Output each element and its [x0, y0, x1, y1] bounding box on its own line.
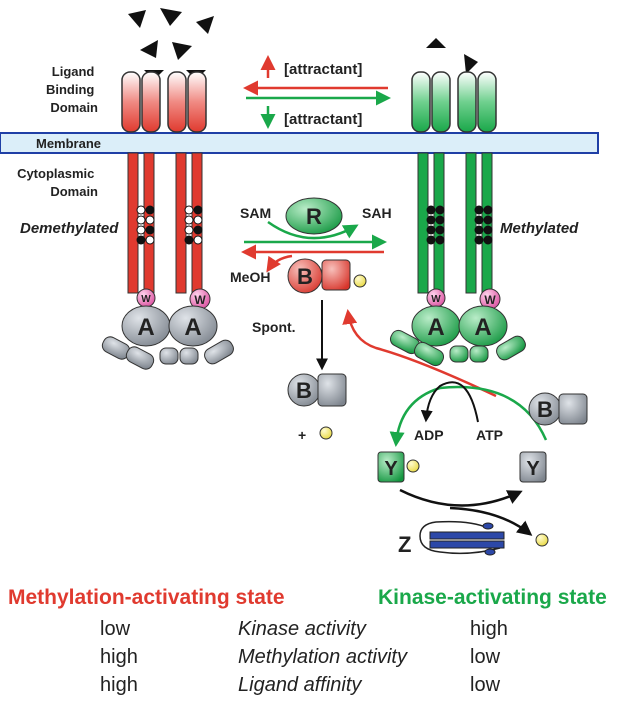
- right-value: low: [470, 646, 501, 668]
- ligand-molecules: [128, 8, 478, 80]
- chez: Z: [398, 520, 505, 557]
- chey-cycle: Y Y: [377, 451, 549, 547]
- svg-text:SAM: SAM: [240, 205, 271, 221]
- membrane-label: Membrane: [36, 136, 101, 151]
- svg-text:Y: Y: [384, 458, 398, 480]
- chemotaxis-diagram: Membrane Ligand Binding Domain Cytoplasm…: [0, 8, 599, 557]
- svg-text:W: W: [194, 293, 206, 307]
- phosphotransfer: ADP ATP B: [342, 309, 588, 447]
- property: Methylation activity: [238, 646, 407, 668]
- property: Ligand affinity: [238, 674, 362, 696]
- receptor-demethylated: W W A A: [101, 71, 234, 370]
- property: Kinase activity: [238, 618, 366, 640]
- svg-text:Y: Y: [526, 458, 540, 480]
- membrane: [0, 132, 599, 154]
- svg-text:B: B: [537, 397, 553, 422]
- left-value: low: [100, 618, 131, 640]
- svg-text:A: A: [184, 314, 201, 341]
- svg-text:A: A: [137, 314, 154, 341]
- svg-text:A: A: [427, 314, 444, 341]
- svg-text:ADP: ADP: [414, 427, 444, 443]
- svg-text:MeOH: MeOH: [230, 269, 270, 285]
- svg-text:W: W: [431, 294, 441, 305]
- table-row: low Kinase activity high: [0, 618, 625, 646]
- svg-text:W: W: [484, 293, 496, 307]
- left-value: high: [100, 646, 138, 668]
- methylation-activating-header: Methylation-activating state: [8, 586, 285, 609]
- demethylated-label: Demethylated: [20, 220, 119, 237]
- svg-text:B: B: [297, 264, 313, 289]
- left-value: high: [100, 674, 138, 696]
- methylated-label: Methylated: [500, 220, 579, 237]
- svg-text:Spont.: Spont.: [252, 319, 296, 335]
- svg-text:[attractant]: [attractant]: [284, 61, 362, 78]
- svg-text:Z: Z: [398, 532, 411, 557]
- svg-text:+: +: [298, 427, 306, 443]
- table-row: high Methylation activity low: [0, 646, 625, 674]
- svg-text:W: W: [141, 294, 151, 305]
- svg-text:B: B: [296, 378, 312, 403]
- spontaneous-dephosphorylation: Spont. B +: [252, 300, 347, 443]
- svg-text:A: A: [474, 314, 491, 341]
- ligand-binding-domain-label: Ligand Binding Domain: [46, 64, 98, 115]
- cytoplasmic-domain-label: Cytoplasmic Domain: [17, 166, 98, 199]
- svg-text:R: R: [306, 204, 322, 229]
- svg-text:SAH: SAH: [362, 205, 392, 221]
- receptor-methylated: W W A A: [389, 71, 526, 367]
- right-value: high: [470, 618, 508, 640]
- attractant-equilibrium: [attractant] [attractant]: [243, 55, 391, 129]
- svg-text:[attractant]: [attractant]: [284, 111, 362, 128]
- kinase-activating-header: Kinase-activating state: [378, 586, 607, 609]
- table-row: high Ligand affinity low: [0, 674, 625, 702]
- right-value: low: [470, 674, 501, 696]
- svg-text:ATP: ATP: [476, 427, 503, 443]
- methylation-reaction: R SAM SAH MeOH B: [230, 197, 392, 294]
